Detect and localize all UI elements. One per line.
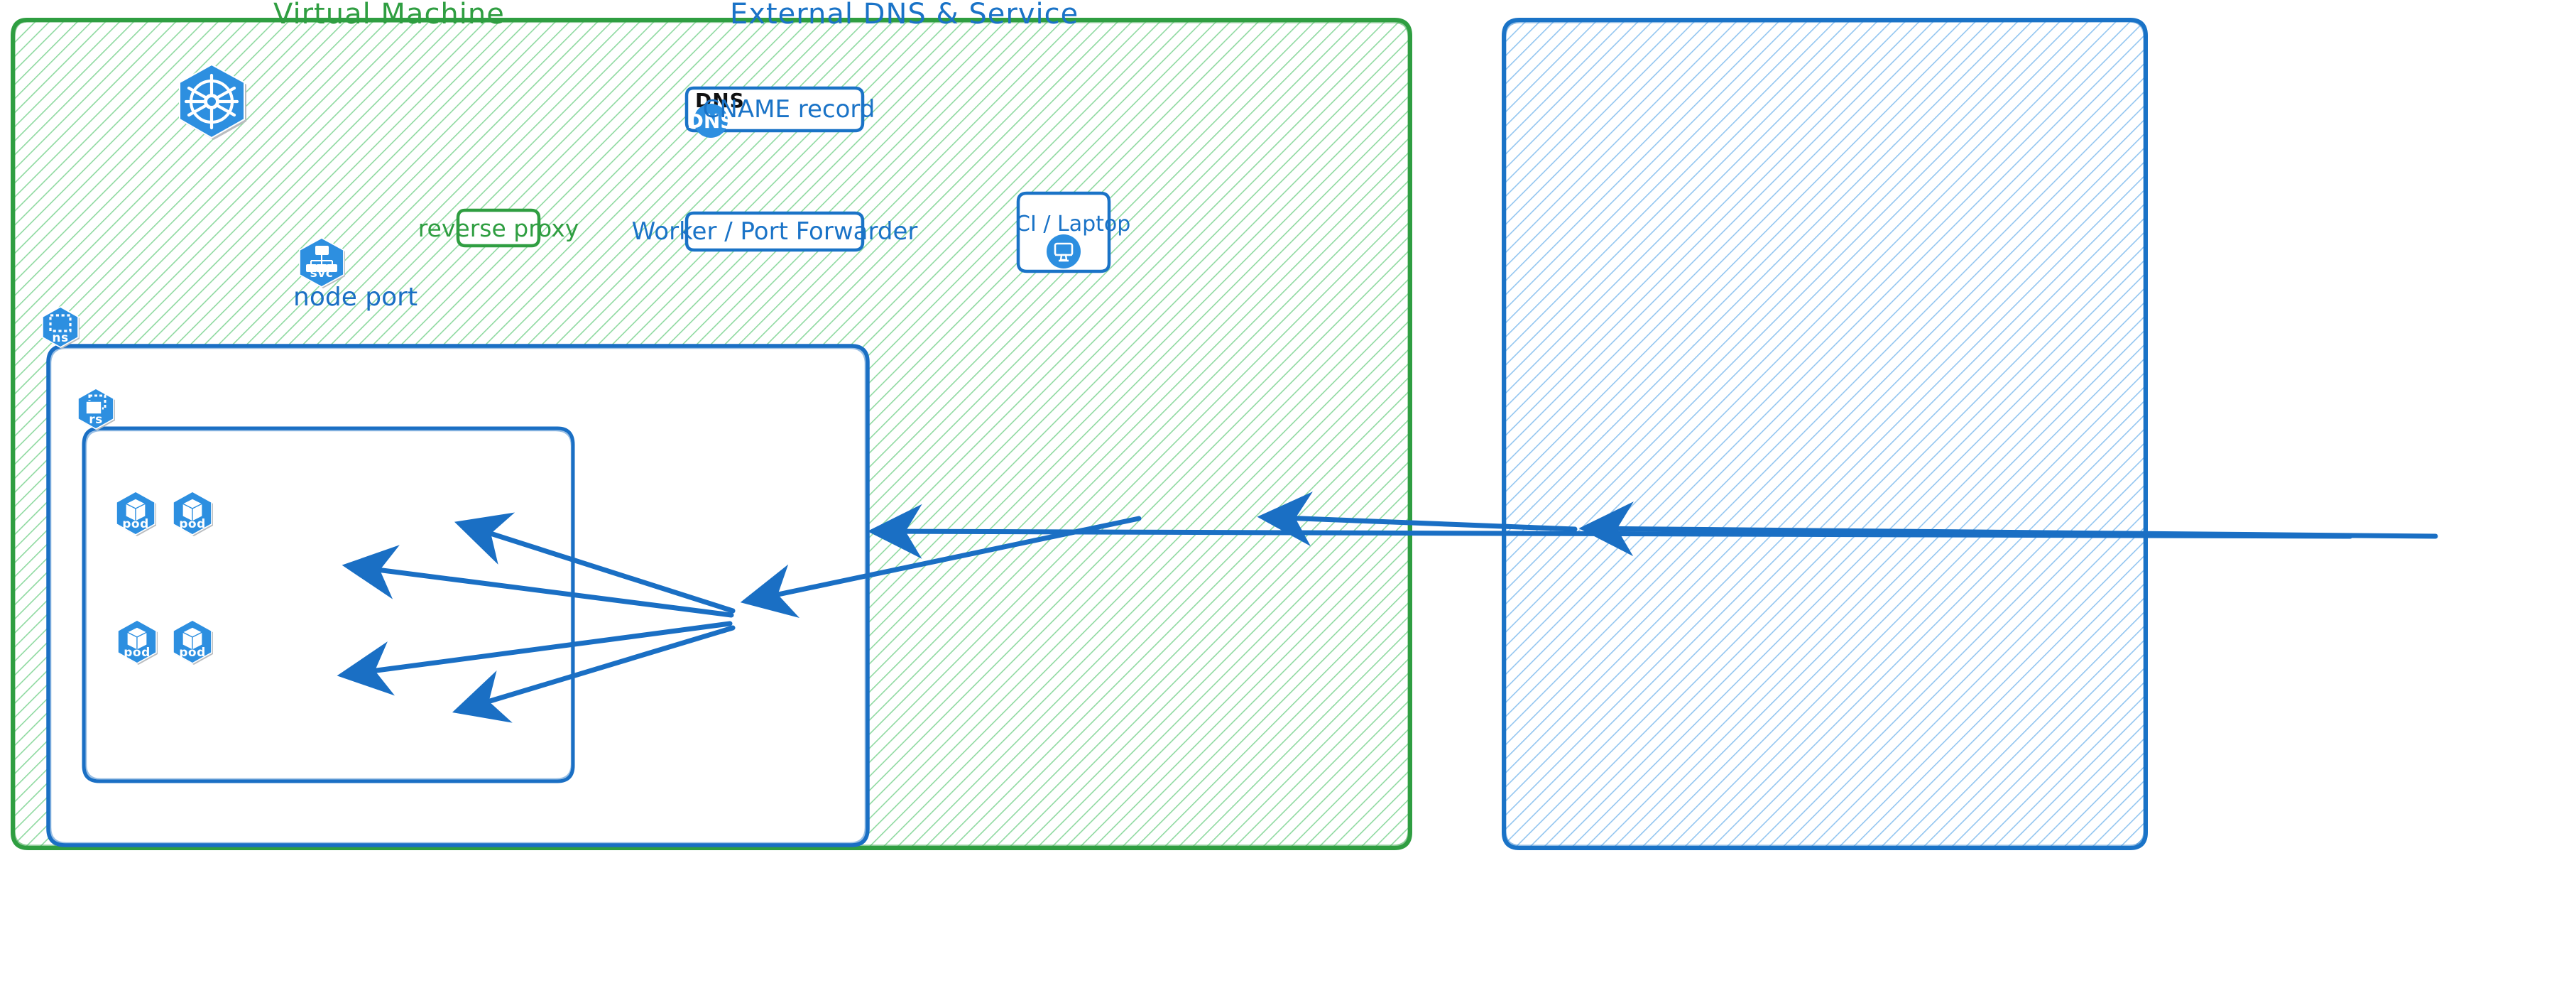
worker-port-forwarder-frame [684,211,865,252]
worker-port-forwarder-label: Worker / Port Forwarder [631,217,918,246]
container-external-dns-service [1502,18,2148,850]
connection-worker-to-reverse-proxy [1257,492,1578,547]
pod-icon-1: pod [114,490,158,537]
namespace-icon: ns [40,305,81,349]
node-port-label: node port [293,283,418,312]
pod-icon-caption: pod [124,646,151,660]
cname-record-frame [684,86,865,133]
connection-svc-to-pod-2 [454,512,736,614]
pod-icon-caption: pod [179,646,206,660]
ci-laptop-label: CI / Laptop [1015,212,1131,237]
dns-badge-icon: DNS [687,104,734,138]
pod-icon-4: pod [170,619,214,666]
reverse-proxy-node[interactable]: reverse proxy [418,207,579,249]
container-title-virtual-machine: Virtual Machine [273,0,505,31]
replicaset-icon: rs [75,387,116,431]
connection-svc-to-pod-3 [337,621,733,696]
reverse-proxy-label: reverse proxy [417,214,579,242]
pod-icon-2: pod [170,490,214,537]
pod-icon-3: pod [115,619,159,666]
pod-icon-caption: pod [179,517,206,531]
namespace-icon-caption: ns [52,331,69,345]
connection-ci-laptop-to-worker-line [1578,501,2438,557]
dns-badge-label: DNS [687,109,735,133]
replicaset-icon-caption: rs [89,413,103,427]
service-icon-caption: svc [310,266,334,281]
ci-laptop-frame [1016,191,1111,273]
service-icon: svc [297,237,346,289]
connection-svc-to-pod-4 [452,625,736,723]
monitor-icon [1047,234,1081,268]
pod-icon-caption: pod [122,517,149,531]
ci-laptop-node[interactable]: CI / Laptop [1015,190,1131,274]
container-title-external-dns-service: External DNS & Service [730,0,1079,31]
cname-record-label: CNAME record [702,95,875,124]
kubernetes-logo-icon [175,63,249,141]
connection-svc-to-pod-1 [342,545,734,618]
cname-record-node[interactable]: DNS DNS CNAME record [684,85,875,138]
worker-port-forwarder-node[interactable]: Worker / Port Forwarder [632,210,917,253]
reverse-proxy-frame [456,208,541,248]
